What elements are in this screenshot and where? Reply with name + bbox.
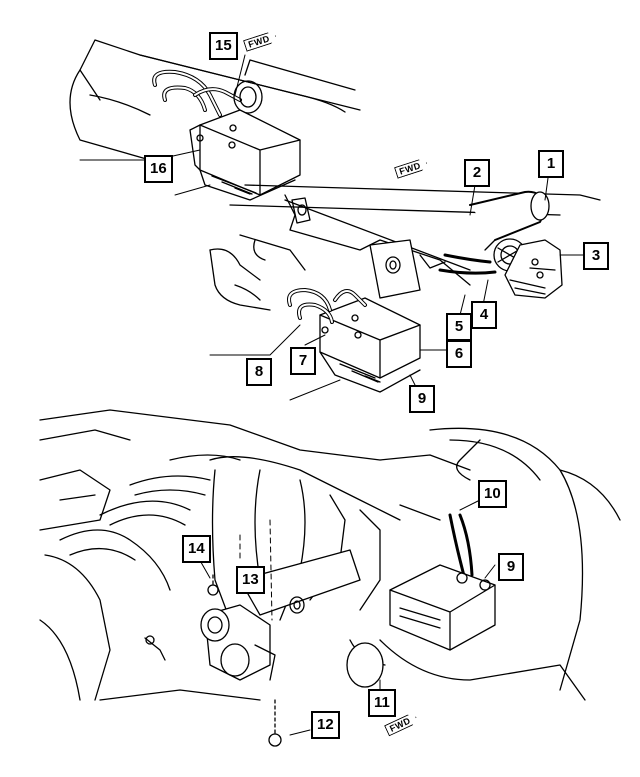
callout-14: 14 <box>182 535 211 563</box>
top-detail-view <box>69 39 361 201</box>
callout-7: 7 <box>290 347 316 375</box>
callout-12: 12 <box>311 711 340 739</box>
callout-15: 15 <box>209 32 238 60</box>
callout-8: 8 <box>246 358 272 386</box>
callout-6: 6 <box>446 340 472 368</box>
middle-detail-view <box>209 177 601 401</box>
callout-11: 11 <box>368 689 396 717</box>
bottom-detail-view <box>39 409 621 747</box>
callout-9-top: 9 <box>409 385 435 413</box>
callout-5: 5 <box>446 313 472 341</box>
callout-9-bottom: 9 <box>498 553 524 581</box>
callout-2: 2 <box>464 159 490 187</box>
callout-3: 3 <box>583 242 609 270</box>
callout-1: 1 <box>538 150 564 178</box>
callout-4: 4 <box>471 301 497 329</box>
callout-13: 13 <box>236 566 265 594</box>
callout-16: 16 <box>144 155 173 183</box>
callout-10: 10 <box>478 480 507 508</box>
